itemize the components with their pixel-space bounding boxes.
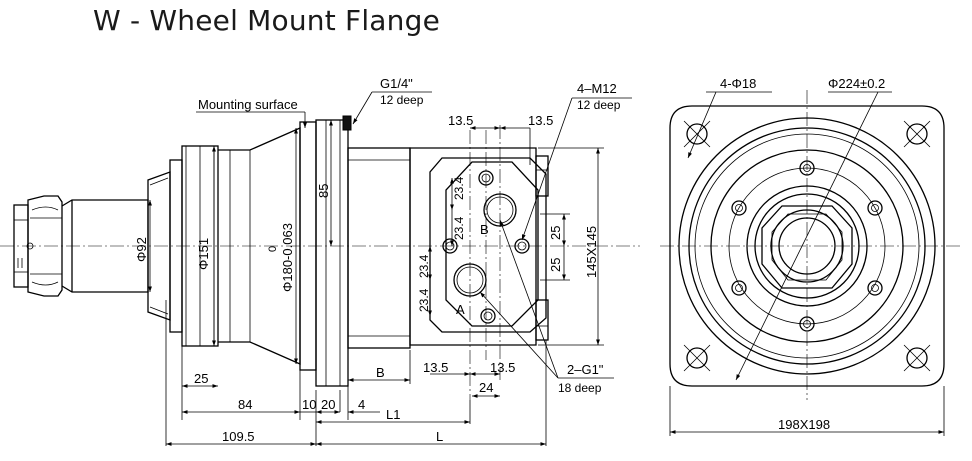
front-view: 4-Φ18 Φ224±0.2 198X198 <box>660 76 960 436</box>
dim-w-84: 84 <box>238 397 252 412</box>
g14-port-label: G1/4" <box>380 76 413 91</box>
dim-v23-d: 23.4 <box>417 288 431 312</box>
dim-w-l: L <box>436 429 443 444</box>
dim-w-109-5: 109.5 <box>222 429 255 444</box>
page-title: W - Wheel Mount Flange <box>93 4 441 37</box>
side-view: Mounting surface G1/4" 12 deep 4–M12 12 … <box>0 76 640 446</box>
pcd-label: Φ224±0.2 <box>828 76 885 91</box>
g1-ports-label: 2–G1" <box>567 362 604 377</box>
m12-holes-label: 4–M12 <box>577 81 617 96</box>
m12-depth-label: 12 deep <box>577 98 621 112</box>
dim-w-b: B <box>376 365 385 380</box>
dim-85: 85 <box>316 184 331 198</box>
hex-spline <box>761 205 853 289</box>
dim-top-left: 13.5 <box>448 113 473 128</box>
dim-bottom-left: 13.5 <box>423 360 448 375</box>
ring-bolt-holes <box>731 160 883 332</box>
dim-dia-151: Φ151 <box>196 238 211 270</box>
dim-w-25: 25 <box>194 371 208 386</box>
front-dimension-lines <box>669 91 945 436</box>
dim-w-20: 20 <box>321 397 335 412</box>
dim-24: 24 <box>479 380 493 395</box>
dim-v23-a: 23.4 <box>452 176 466 200</box>
dim-bottom-right: 13.5 <box>490 360 515 375</box>
dim-dia-92: Φ92 <box>134 237 149 262</box>
concentric-rings <box>678 117 936 375</box>
dim-v23-c: 23.4 <box>417 254 431 278</box>
g14-depth-label: 12 deep <box>380 93 424 107</box>
mounting-flange <box>299 115 411 387</box>
threaded-end <box>13 195 63 297</box>
dim-dia-180-zero: 0 <box>267 246 279 252</box>
dim-w-10: 10 <box>302 397 316 412</box>
holes-label: 4-Φ18 <box>720 76 756 91</box>
square-flange-plate <box>669 105 945 387</box>
dim-v23-b: 23.4 <box>452 216 466 240</box>
dim-v25-b: 25 <box>548 258 563 272</box>
dim-top-right: 13.5 <box>528 113 553 128</box>
dim-145: 145X145 <box>584 226 599 278</box>
g14-plug <box>342 115 352 131</box>
dim-w-l1: L1 <box>386 407 400 422</box>
size-label: 198X198 <box>778 417 830 432</box>
dim-v25-a: 25 <box>548 226 563 240</box>
side-dimension-lines <box>148 91 632 446</box>
mounting-surface-label: Mounting surface <box>198 97 298 112</box>
side-texts: Mounting surface G1/4" 12 deep 4–M12 12 … <box>134 76 621 444</box>
port-b-label: B <box>480 222 489 237</box>
dim-dia-180: Φ180-0.063 <box>280 223 295 292</box>
corner-holes <box>683 120 931 372</box>
dim-w-4: 4 <box>358 397 365 412</box>
g1-depth-label: 18 deep <box>558 381 602 395</box>
port-a-label: A <box>456 302 465 317</box>
